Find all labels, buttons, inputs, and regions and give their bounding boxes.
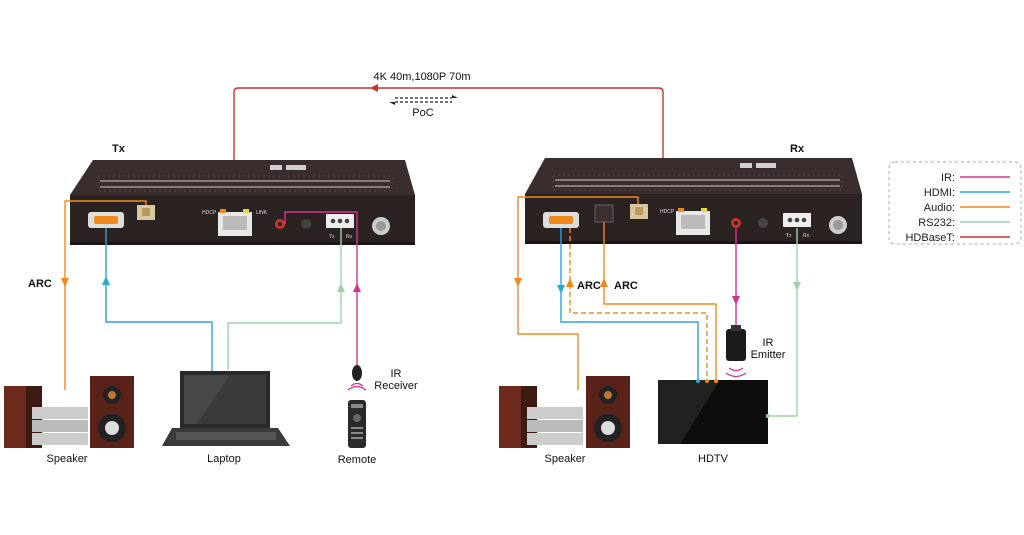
legend-label-0: IR: [941, 172, 955, 184]
tx-rs232-line [227, 228, 342, 370]
rx-arc-dashed-line [569, 228, 708, 380]
remote-icon [348, 400, 366, 448]
laptop-icon [162, 371, 290, 446]
ir-emitter-label-2: Emitter [751, 349, 786, 361]
hdbaset-cable [233, 87, 664, 215]
hdtv-icon [658, 379, 770, 444]
legend-label-1: HDMI: [924, 187, 955, 199]
speaker-right-label: Speaker [545, 453, 586, 465]
legend-label-4: HDBaseT: [905, 232, 955, 244]
rx-arc-optical-line [603, 222, 717, 380]
poc-arrows-icon [389, 95, 458, 105]
tx-arc-audio-line [64, 200, 147, 390]
legend-label-3: RS232: [918, 217, 955, 229]
remote-label: Remote [338, 454, 377, 466]
legend: IR: HDMI: Audio: RS232: HDBaseT: [888, 161, 1022, 245]
ir-emitter-icon [725, 325, 747, 378]
rx-device: HDCP Tx Rx [525, 158, 862, 244]
rx-rs232-rx-label: Rx [803, 233, 810, 239]
rx-optical-audio-line [517, 196, 639, 390]
speaker-left-icon [4, 376, 134, 448]
rx-hdcp-label: HDCP [660, 209, 675, 215]
ir-emitter-label-1: IR [763, 337, 774, 349]
hdtv-label: HDTV [698, 453, 729, 465]
tx-hdmi-line [105, 228, 213, 375]
tx-hdcp-label: HDCP [202, 210, 217, 216]
speaker-right-icon [499, 376, 630, 448]
ir-receiver-icon [347, 365, 367, 391]
rx-hdmi-line [560, 228, 699, 380]
ir-receiver-label-1: IR [391, 368, 402, 380]
rx-rs232-tx-label: Tx [786, 233, 792, 239]
speaker-left-label: Speaker [47, 453, 88, 465]
rx-optical-out-port [594, 204, 614, 223]
tx-link-label: LINK [256, 210, 268, 216]
rx-rs232-line [768, 228, 798, 417]
legend-label-2: Audio: [924, 202, 955, 214]
tx-rs232-rx-label: Rx [346, 234, 353, 240]
tx-device: HDCP LINK Tx Rx [70, 160, 415, 245]
link-distance-label: 4K 40m,1080P 70m [373, 71, 470, 83]
tx-title: Tx [112, 143, 126, 155]
tx-arc-label: ARC [28, 278, 52, 290]
tx-rs232-tx-label: Tx [329, 234, 335, 240]
rx-title: Rx [790, 143, 805, 155]
ir-receiver-label-2: Receiver [374, 380, 418, 392]
rx-arc-label-1: ARC [577, 280, 601, 292]
rx-arc-label-2: ARC [614, 280, 638, 292]
poc-label: PoC [412, 107, 433, 119]
laptop-label: Laptop [207, 453, 241, 465]
